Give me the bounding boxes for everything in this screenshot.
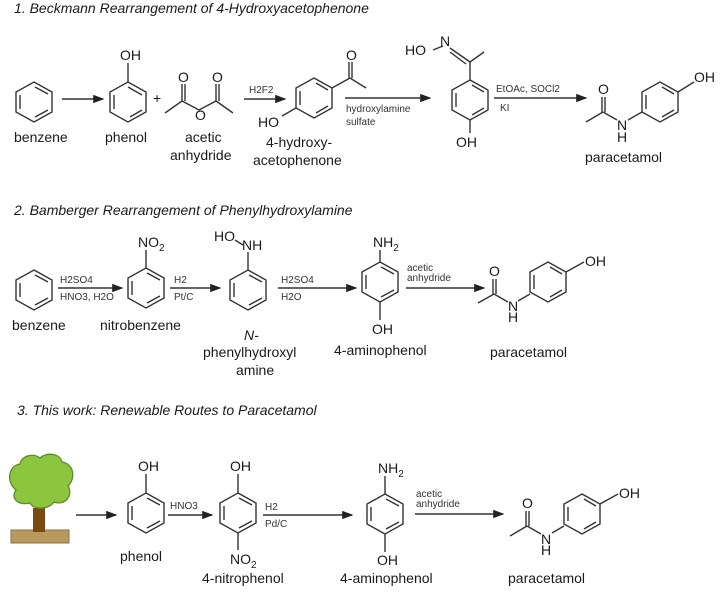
reagent-pd-c: Pd/C: [265, 519, 287, 530]
label-paracetamol: paracetamol: [508, 570, 585, 586]
atom-oh: OH: [372, 321, 393, 337]
atom-o: O: [195, 107, 206, 123]
atom-o: O: [522, 495, 533, 511]
reagent-h2: H2: [174, 275, 187, 286]
reagent-acetic: acetic: [416, 489, 442, 500]
nitrophenol-structure: [219, 474, 257, 550]
atom-o: O: [489, 263, 500, 279]
reagent-ki: KI: [500, 103, 509, 114]
hydroxyacetophenone-structure: [281, 62, 367, 119]
atom-h: H: [508, 309, 518, 325]
phenol-structure: [109, 63, 147, 123]
oxime-structure: [432, 45, 489, 133]
reagent-h2: H2: [265, 502, 278, 513]
atom-n: N: [440, 33, 450, 49]
atom-ho: HO: [258, 114, 279, 130]
atom-h: H: [541, 542, 551, 558]
label-acetophenone: acetophenone: [253, 152, 342, 168]
label-4-hydroxy: 4-hydroxy-: [266, 134, 332, 150]
reagent-sulfate: sulfate: [346, 117, 376, 128]
paracetamol-structure: [509, 493, 619, 537]
atom-oh: OH: [138, 458, 159, 474]
section-2-title: 2. Bamberger Rearrangement of Phenylhydr…: [13, 202, 353, 218]
label-4-aminophenol: 4-aminophenol: [334, 342, 427, 358]
reagent-hno3-h2o: HNO3, H2O: [60, 292, 114, 303]
atom-oh: OH: [456, 134, 477, 150]
reagent-hno3: HNO3: [170, 501, 198, 512]
reagent-etoac-socl2: EtOAc, SOCl2: [496, 84, 560, 95]
atom-h: H: [617, 129, 627, 145]
atom-ho: HO: [214, 228, 235, 244]
plus-sign: +: [153, 90, 161, 106]
reagent-pt-c: Pt/C: [174, 292, 193, 303]
atom-oh: OH: [585, 253, 606, 269]
aminophenol-structure: [366, 476, 404, 552]
atom-n: N: [617, 117, 627, 133]
label-benzene: benzene: [14, 129, 68, 145]
atom-oh: OH: [377, 552, 398, 568]
reagent-h2so4: H2SO4: [60, 275, 93, 286]
atom-nh: NH: [242, 237, 262, 253]
atom-oh: OH: [619, 485, 640, 501]
label-phenol: phenol: [105, 129, 147, 145]
aminophenol-structure: [361, 250, 399, 320]
atom-nh2: NH2: [378, 460, 404, 480]
reagent-acetic: acetic: [407, 263, 433, 274]
section-3-title: 3. This work: Renewable Routes to Parace…: [17, 402, 317, 418]
atom-o: O: [346, 47, 357, 63]
benzene-structure: [15, 269, 53, 311]
label-amine: amine: [236, 362, 274, 378]
reagent-h2o: H2O: [281, 292, 302, 303]
acetic-anhydride-structure: [164, 84, 234, 114]
label-benzene: benzene: [12, 317, 66, 333]
label-4-nitrophenol: 4-nitrophenol: [202, 570, 284, 586]
label-anhydride: anhydride: [170, 147, 232, 163]
reagent-anhydride: anhydride: [416, 499, 460, 510]
paracetamol-structure: [477, 261, 585, 304]
label-nitrobenzene: nitrobenzene: [100, 317, 181, 333]
section-1-title: 1. Beckmann Rearrangement of 4-Hydroxyac…: [14, 0, 369, 16]
atom-oh: OH: [120, 47, 141, 63]
nitrobenzene-structure: [127, 250, 165, 309]
benzene-structure: [15, 81, 53, 123]
atom-n: N: [508, 298, 518, 314]
atom-o: O: [598, 81, 609, 97]
reagent-hydroxylamine: hydroxylamine: [346, 104, 411, 115]
atom-ho: HO: [405, 42, 426, 58]
atom-o: O: [178, 69, 189, 85]
atom-no2: NO2: [138, 234, 165, 254]
atom-o: O: [212, 69, 223, 85]
atom-oh: OH: [230, 458, 251, 474]
reagent-anhydride: anhydride: [407, 273, 451, 284]
reagent-h2f2: H2F2: [249, 85, 274, 96]
label-paracetamol: paracetamol: [585, 149, 662, 165]
reagent-h2so4: H2SO4: [281, 275, 314, 286]
tree-icon: [9, 453, 74, 544]
atom-nh2: NH2: [373, 234, 399, 254]
paracetamol-structure: [585, 81, 695, 123]
label-paracetamol: paracetamol: [490, 344, 567, 360]
atom-oh: OH: [694, 69, 715, 85]
label-acetic: acetic: [185, 129, 222, 145]
atom-no2: NO2: [230, 551, 257, 571]
phenylhydroxylamine-structure: [229, 239, 267, 311]
label-phenol: phenol: [120, 548, 162, 564]
label-phenylhydroxyl: phenylhydroxyl: [203, 344, 296, 360]
atom-n: N: [541, 531, 551, 547]
label-n: N-: [244, 327, 259, 343]
phenol-structure: [127, 474, 165, 534]
label-4-aminophenol: 4-aminophenol: [340, 570, 433, 586]
